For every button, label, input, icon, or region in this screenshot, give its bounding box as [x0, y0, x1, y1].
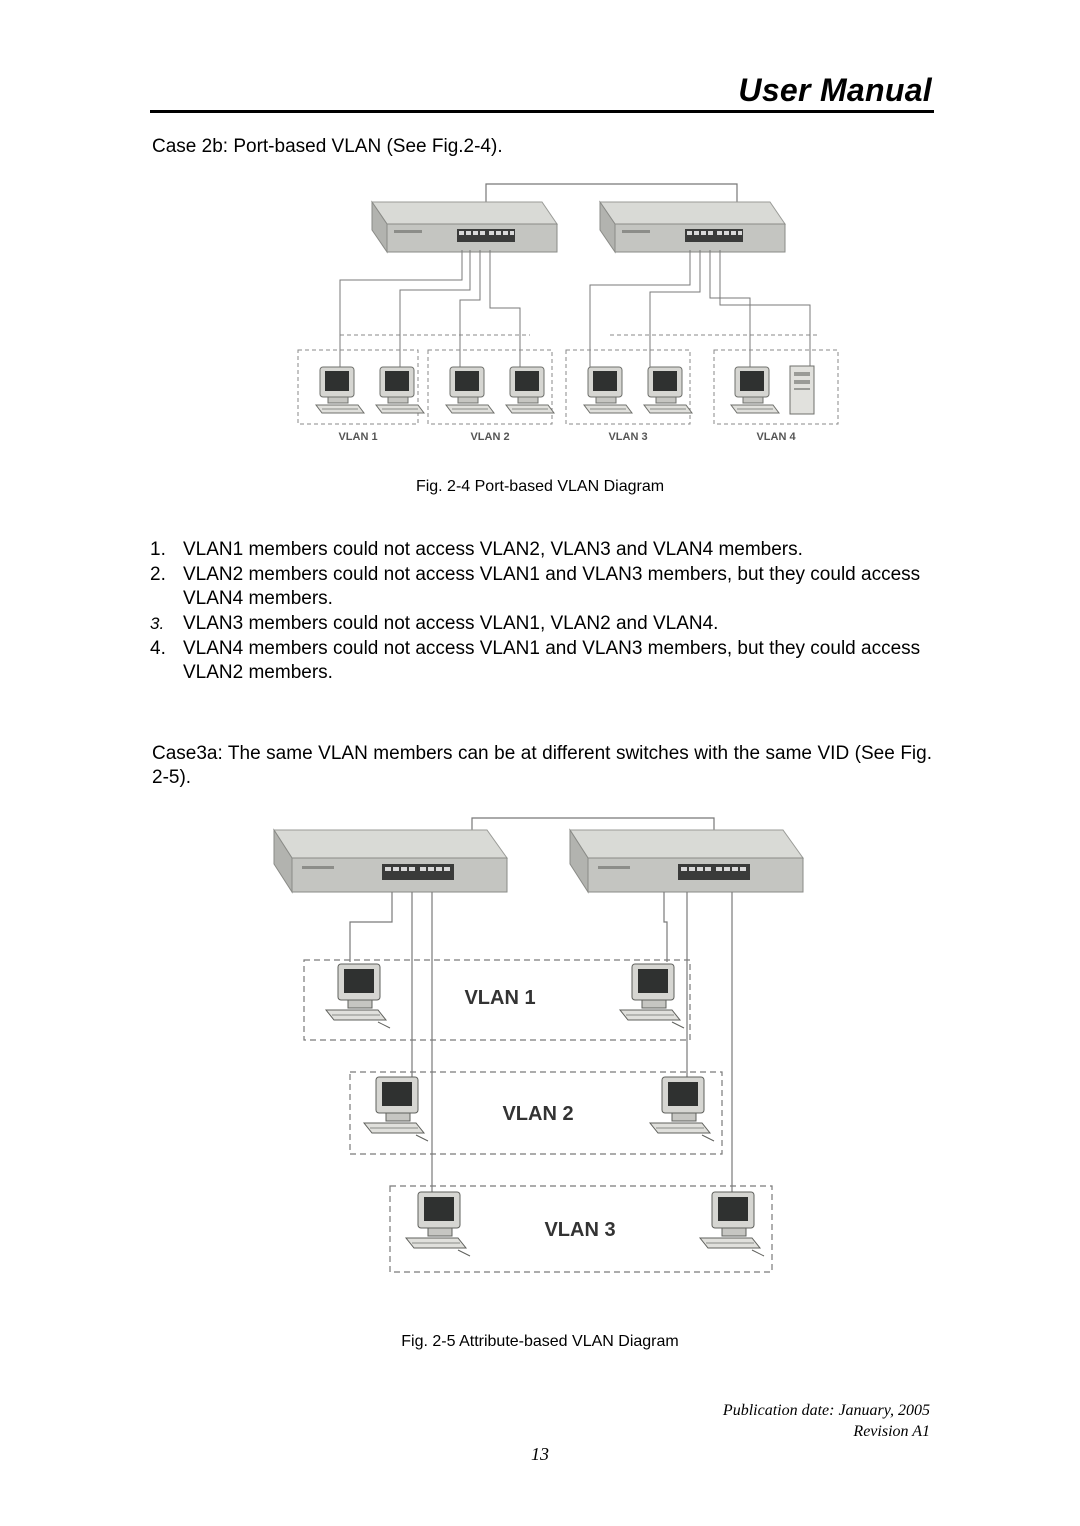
list-item: 4. VLAN4 members could not access VLAN1 a… — [150, 637, 940, 685]
page-number: 13 — [531, 1444, 549, 1464]
publication-date: Publication date: January, 2005 — [722, 1402, 930, 1419]
list-text: VLAN4 members could not access VLAN1 and… — [183, 638, 921, 683]
vlan-label: VLAN 4 — [756, 431, 796, 443]
list-item: 1. VLAN1 members could not access VLAN2, … — [150, 538, 940, 562]
list-item: 2. VLAN2 members could not access VLAN1 a… — [150, 563, 940, 611]
list-number: 2. — [150, 564, 166, 585]
vlan-rules-list: 1. VLAN1 members could not access VLAN2, … — [150, 538, 940, 686]
case-3a-paragraph: Case3a: The same VLAN members can be at … — [152, 743, 932, 788]
list-item: 3. VLAN3 members could not access VLAN1, … — [150, 612, 940, 636]
port-based-vlan-diagram: VLAN 1 VLAN 2 VLAN 3 VLAN 4 — [297, 183, 839, 443]
case-2b-heading: Case 2b: Port-based VLAN (See Fig.2-4). — [152, 136, 503, 157]
vlan-label: VLAN 3 — [608, 431, 647, 443]
vlan-label: VLAN 2 — [502, 1103, 573, 1125]
list-text: VLAN3 members could not access VLAN1, VL… — [183, 613, 719, 634]
list-text: VLAN2 members could not access VLAN1 and… — [183, 564, 921, 609]
figure-caption: Fig. 2-4 Port-based VLAN Diagram — [415, 478, 665, 495]
list-number: 4. — [150, 638, 166, 659]
vlan-label: VLAN 1 — [338, 431, 377, 443]
header-title: User Manual — [738, 72, 932, 108]
attribute-based-vlan-diagram: VLAN 1 VLAN 2 VLAN 3 — [273, 817, 804, 1273]
header-rule — [150, 110, 934, 113]
vlan-label: VLAN 3 — [544, 1219, 615, 1241]
figure-caption: Fig. 2-5 Attribute-based VLAN Diagram — [401, 1333, 679, 1350]
vlan-label: VLAN 1 — [464, 987, 535, 1009]
list-number: 1. — [150, 539, 166, 560]
vlan-label: VLAN 2 — [470, 431, 509, 443]
revision: Revision A1 — [853, 1423, 930, 1440]
list-number: 3. — [150, 614, 165, 633]
list-text: VLAN1 members could not access VLAN2, VL… — [183, 539, 803, 560]
